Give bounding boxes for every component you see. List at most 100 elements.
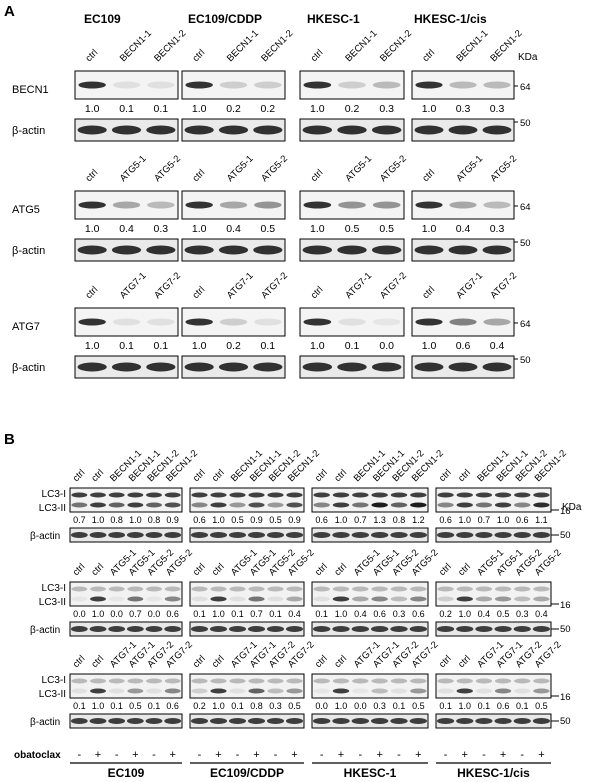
- actin-band: [145, 532, 163, 538]
- actin-band: [456, 718, 474, 724]
- lane-label: ctrl: [309, 284, 326, 301]
- lc3-i-band: [286, 586, 303, 592]
- lc3-i-band: [127, 586, 144, 592]
- lc3-blot-panel: [69, 581, 183, 607]
- ratio-value: 0.2: [439, 609, 452, 619]
- protein-band: [219, 318, 248, 326]
- protein-band: [185, 201, 213, 209]
- lc3-i-band: [456, 492, 473, 498]
- lc3-i-band: [248, 492, 265, 498]
- ratio-value: 0.4: [354, 609, 367, 619]
- lc3-ii-band: [210, 688, 227, 694]
- lc3-ii-band: [332, 502, 350, 508]
- panel-b-kda-label: KDa: [562, 502, 582, 513]
- lane-label: ctrl: [313, 561, 330, 578]
- ratio-value: 1.0: [92, 609, 105, 619]
- lane-label: ctrl: [191, 47, 208, 64]
- actin-band: [190, 718, 209, 724]
- actin-band: [164, 626, 182, 632]
- lc3-i-band: [332, 678, 350, 684]
- lc3-i-band: [410, 492, 427, 498]
- actin-band: [371, 125, 402, 135]
- ratio-value: 0.3: [269, 701, 282, 711]
- panel-a-actin-marker: 50: [520, 238, 531, 249]
- lc3-i-band: [90, 492, 106, 498]
- actin-band: [108, 532, 126, 538]
- densitometry-ratio: 0.1: [119, 340, 134, 352]
- lc3-i-label: LC3-I: [42, 675, 66, 686]
- densitometry-ratio: 1.0: [422, 340, 437, 352]
- actin-band: [253, 362, 283, 372]
- densitometry-ratio: 0.3: [490, 103, 505, 115]
- protein-band: [415, 81, 443, 89]
- lane-label: ctrl: [332, 653, 349, 670]
- lc3-i-band: [352, 678, 369, 684]
- actin-band: [494, 718, 512, 724]
- lc3-ii-band: [146, 502, 162, 508]
- actin-band: [414, 245, 444, 255]
- actin-band: [475, 532, 493, 538]
- lc3-ii-label: LC3-II: [39, 503, 66, 514]
- ratio-value: 1.0: [212, 609, 225, 619]
- actin-band: [312, 718, 331, 724]
- lc3-i-band: [390, 678, 408, 684]
- lc3-i-band: [437, 586, 454, 592]
- lc3-i-band: [210, 586, 227, 592]
- lc3-ii-band: [371, 688, 388, 694]
- actin-band: [184, 362, 214, 372]
- actin-band: [482, 362, 512, 372]
- ratio-value: 0.6: [193, 515, 206, 525]
- actin-band: [218, 362, 249, 372]
- ratio-value: 0.6: [166, 701, 179, 711]
- actin-band: [253, 125, 283, 135]
- ratio-value: 0.1: [231, 701, 244, 711]
- lane-label: BECN1-1: [343, 28, 379, 64]
- lc3-i-band: [248, 586, 265, 592]
- densitometry-ratio: 0.3: [490, 223, 505, 235]
- actin-band: [409, 718, 428, 724]
- lc3-i-band: [108, 492, 125, 498]
- ratio-value: 0.7: [478, 515, 491, 525]
- treatment-sign: -: [115, 749, 119, 761]
- treatment-sign: -: [152, 749, 156, 761]
- protein-band: [254, 201, 282, 209]
- actin-band: [337, 125, 367, 135]
- lc3-i-band: [352, 586, 369, 592]
- panel-a-actin-label: β-actin: [12, 245, 45, 257]
- actin-band: [332, 626, 350, 632]
- actin-band: [370, 626, 389, 632]
- protein-band: [449, 81, 477, 89]
- actin-band: [513, 532, 531, 538]
- actin-band: [77, 125, 107, 135]
- lc3-ii-label: LC3-II: [39, 597, 66, 608]
- actin-band: [337, 362, 367, 372]
- lc3-ii-band: [267, 596, 284, 602]
- lc3-ii-band: [267, 502, 284, 508]
- ratio-value: 0.8: [110, 515, 123, 525]
- lc3-i-band: [127, 678, 144, 684]
- ratio-value: 0.6: [439, 515, 452, 525]
- actin-band: [312, 532, 331, 538]
- treatment-sign: +: [215, 749, 221, 761]
- lc3-ii-band: [410, 596, 427, 602]
- densitometry-ratio: 0.5: [261, 223, 276, 235]
- lc3-ii-band: [494, 502, 512, 508]
- ratio-value: 0.1: [315, 609, 328, 619]
- ratio-value: 0.7: [250, 609, 263, 619]
- treatment-sign: -: [358, 749, 362, 761]
- lc3-ii-band: [390, 502, 408, 508]
- protein-band: [78, 318, 106, 326]
- actin-blot-panel: [69, 527, 183, 543]
- lc3-marker: 16: [560, 506, 571, 517]
- densitometry-ratio: 1.0: [310, 103, 325, 115]
- actin-band: [482, 245, 512, 255]
- protein-band: [372, 201, 401, 209]
- actin-band: [70, 626, 88, 632]
- ratio-value: 1.3: [373, 515, 386, 525]
- treatment-sign: +: [291, 749, 297, 761]
- lane-label: ctrl: [309, 167, 326, 184]
- lc3-ii-band: [71, 502, 88, 508]
- actin-blot-panel: [311, 713, 429, 729]
- ratio-value: 0.1: [393, 701, 406, 711]
- actin-band: [456, 626, 474, 632]
